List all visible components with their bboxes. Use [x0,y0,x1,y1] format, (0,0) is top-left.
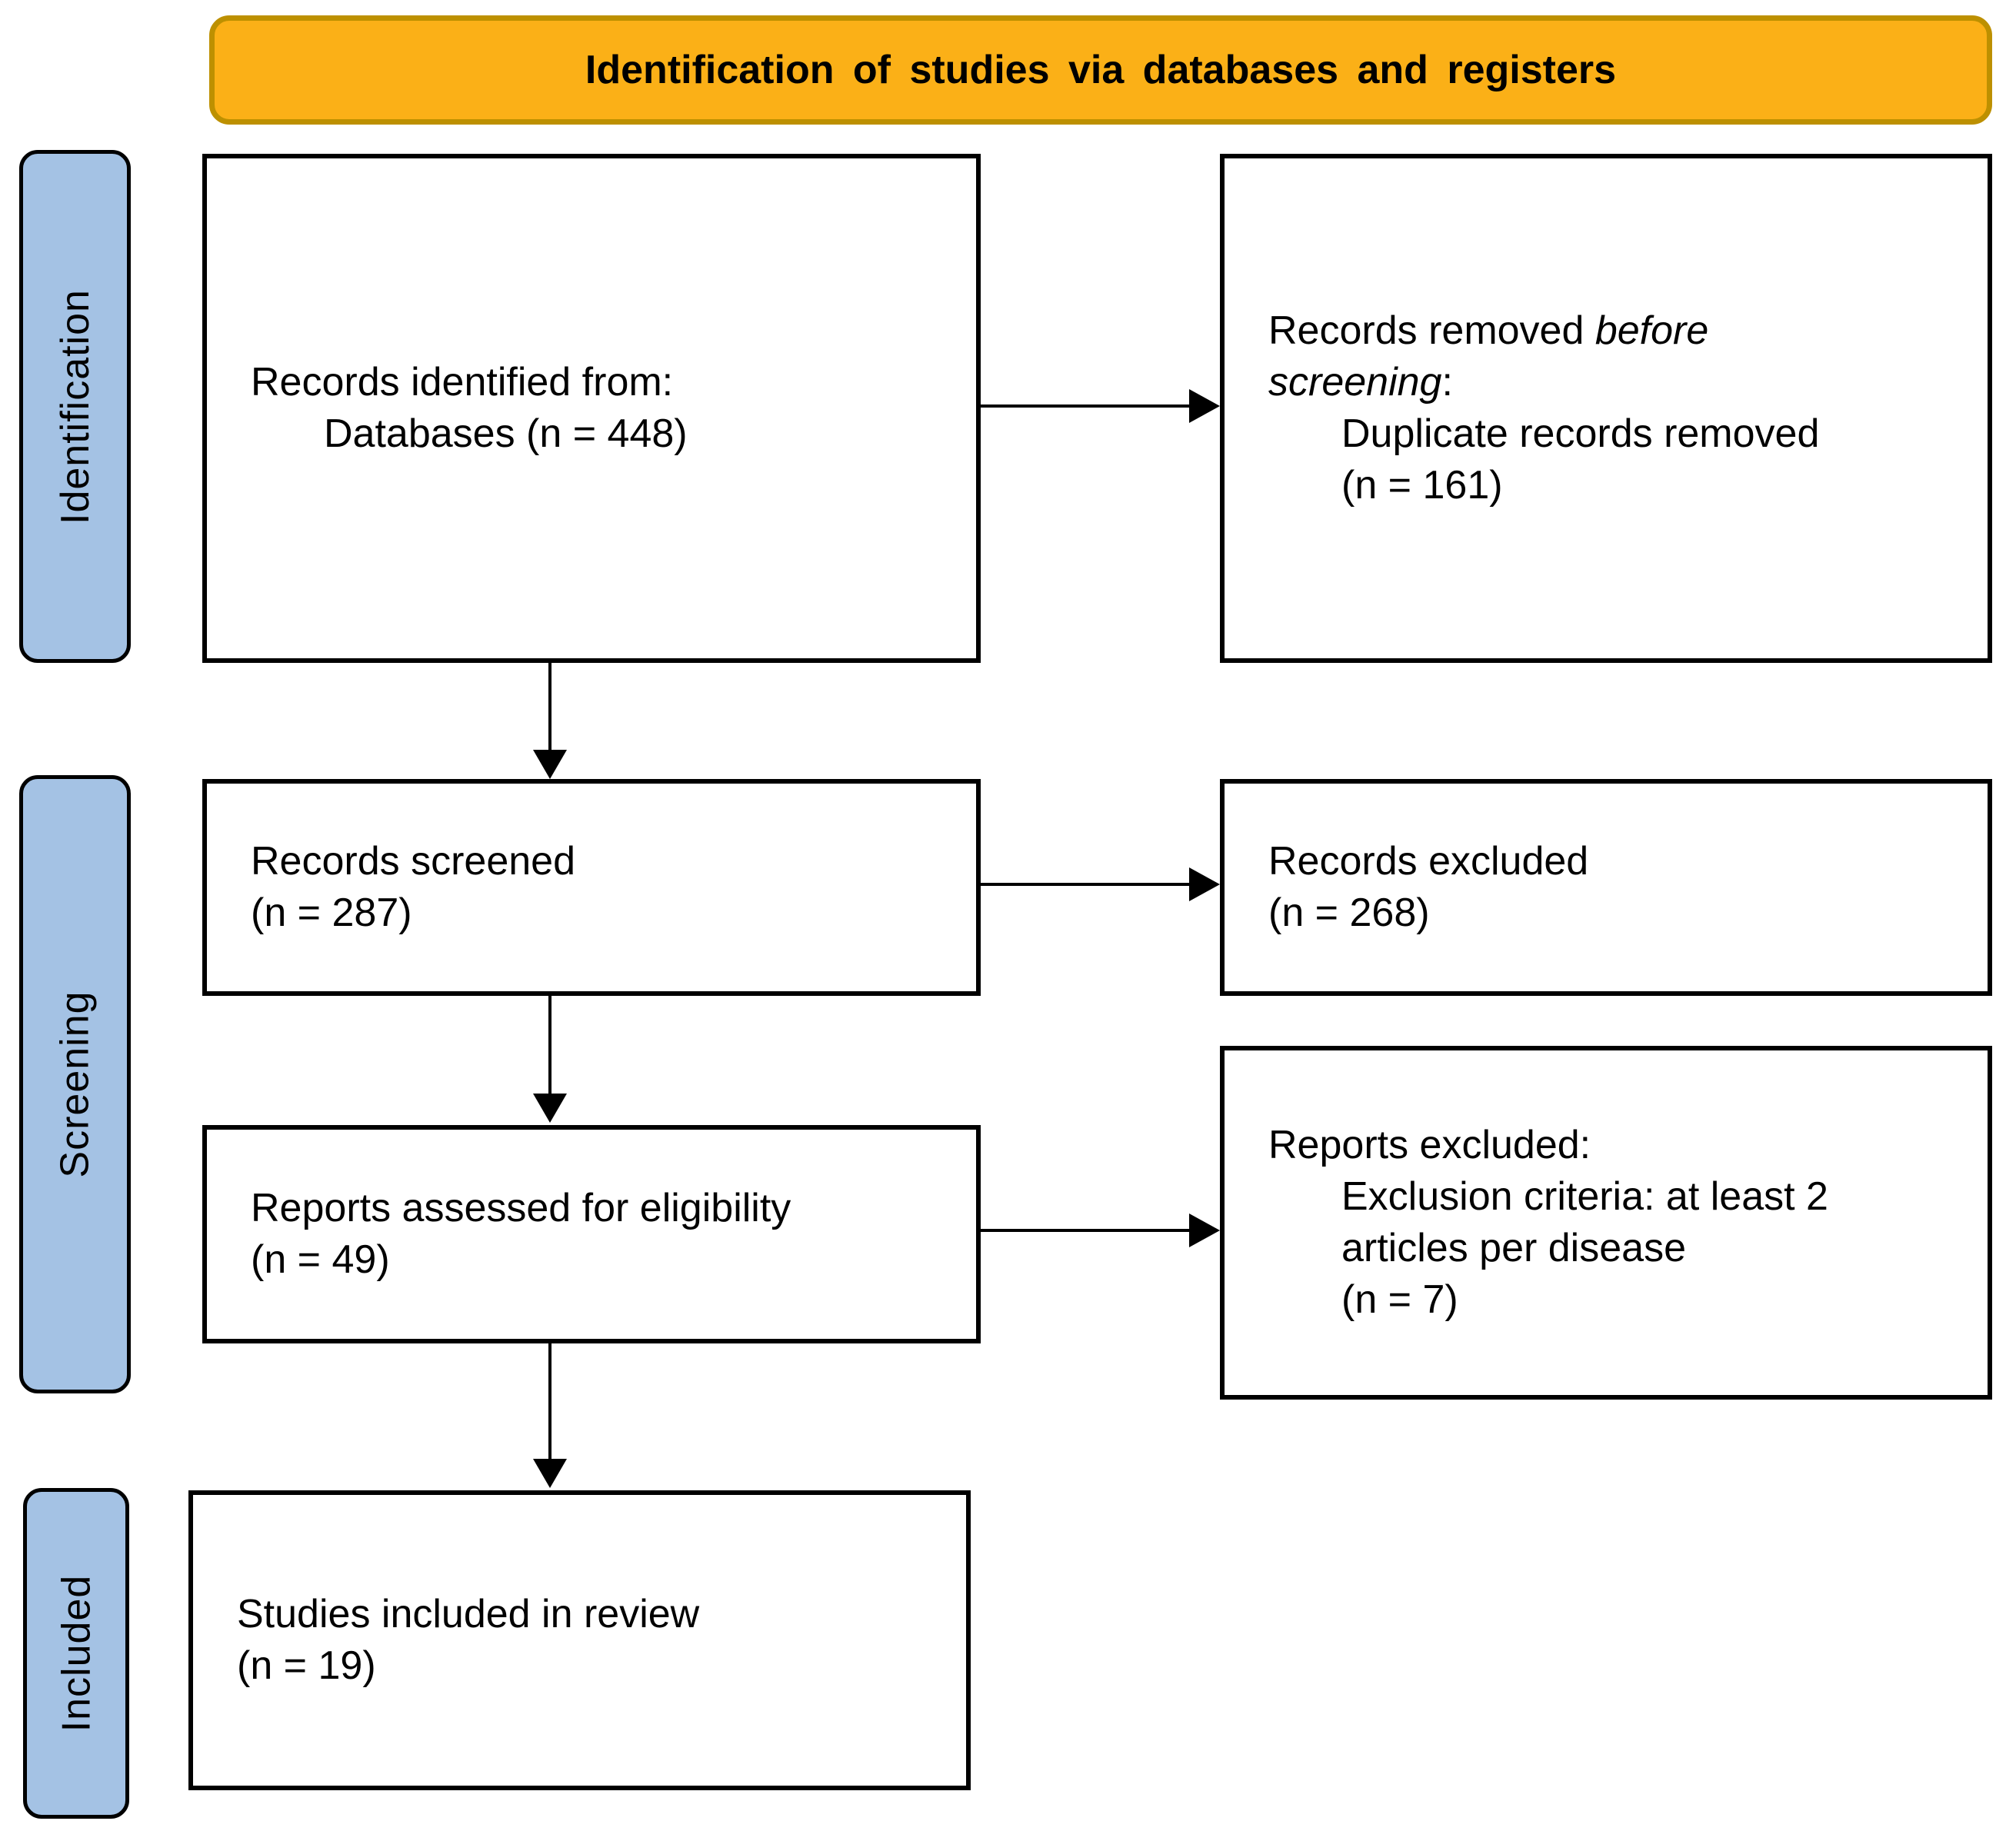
reports-assessed-line2: (n = 49) [251,1237,390,1282]
arrow-line [548,1343,551,1460]
reports-assessed-line1: Reports assessed for eligibility [251,1186,791,1230]
studies-included-line2: (n = 19) [237,1643,376,1688]
records-removed-line1: Records removed before [1268,305,1975,357]
records-removed-line4: (n = 161) [1341,463,1503,508]
arrow-line [548,663,551,751]
studies-included-line1: Studies included in review [237,1592,700,1636]
records-removed-line3: Duplicate records removed [1341,411,1820,456]
flow-box-records-excluded: Records excluded (n = 268) [1220,779,1992,996]
arrowhead-down-icon [533,1094,567,1123]
flow-box-records-identified: Records identified from: Databases (n = … [202,154,981,663]
flow-box-reports-assessed: Reports assessed for eligibility (n = 49… [202,1125,981,1343]
arrowhead-down-icon [533,1459,567,1488]
banner-title: Identification of studies via databases … [209,15,1992,125]
arrow-line [981,404,1194,408]
stage-label-included: Included [23,1488,129,1819]
records-removed-line1-regular: Records removed [1268,308,1584,353]
banner-title-text: Identification of studies via databases … [585,48,1617,92]
records-screened-line2: (n = 287) [251,891,412,935]
stage-label-included-text: Included [54,1574,99,1733]
arrow-identified-to-removed [981,389,1220,423]
reports-excluded-line1: Reports excluded: [1268,1123,1591,1167]
flow-box-records-screened: Records screened (n = 287) [202,779,981,996]
records-removed-line2-italic: screening [1268,360,1442,404]
records-identified-line1: Records identified from: [251,360,674,404]
records-excluded-line2: (n = 268) [1268,891,1430,935]
arrow-screened-to-excluded [981,867,1220,901]
stage-label-identification-text: Identification [52,288,98,524]
records-removed-line1-italic: before [1594,308,1709,353]
reports-excluded-line3: articles per disease [1341,1226,1686,1270]
arrowhead-right-icon [1189,389,1220,423]
arrowhead-down-icon [533,750,567,779]
arrow-identified-to-screened [533,663,567,779]
records-screened-line1: Records screened [251,839,575,884]
arrow-assessed-to-included [533,1343,567,1488]
flow-box-reports-excluded: Reports excluded: Exclusion criteria: at… [1220,1046,1992,1400]
flow-box-studies-included: Studies included in review (n = 19) [188,1490,971,1790]
arrowhead-right-icon [1189,867,1220,901]
records-removed-line2: screening: [1268,357,1975,408]
arrow-assessed-to-reports-excluded [981,1213,1220,1247]
records-removed-line2-regular: : [1441,360,1453,404]
arrow-line [981,1229,1194,1232]
flow-box-records-removed: Records removed before screening: Duplic… [1220,154,1992,663]
reports-excluded-line2: Exclusion criteria: at least 2 [1341,1174,1828,1219]
arrowhead-right-icon [1189,1213,1220,1247]
records-excluded-line1: Records excluded [1268,839,1589,884]
arrow-screened-to-assessed [533,996,567,1123]
reports-excluded-line4: (n = 7) [1341,1277,1458,1322]
stage-label-identification: Identification [19,150,131,663]
arrow-line [548,996,551,1095]
stage-label-screening-text: Screening [52,990,98,1178]
stage-label-screening: Screening [19,775,131,1393]
arrow-line [981,883,1194,886]
records-identified-line2: Databases (n = 448) [324,411,688,456]
